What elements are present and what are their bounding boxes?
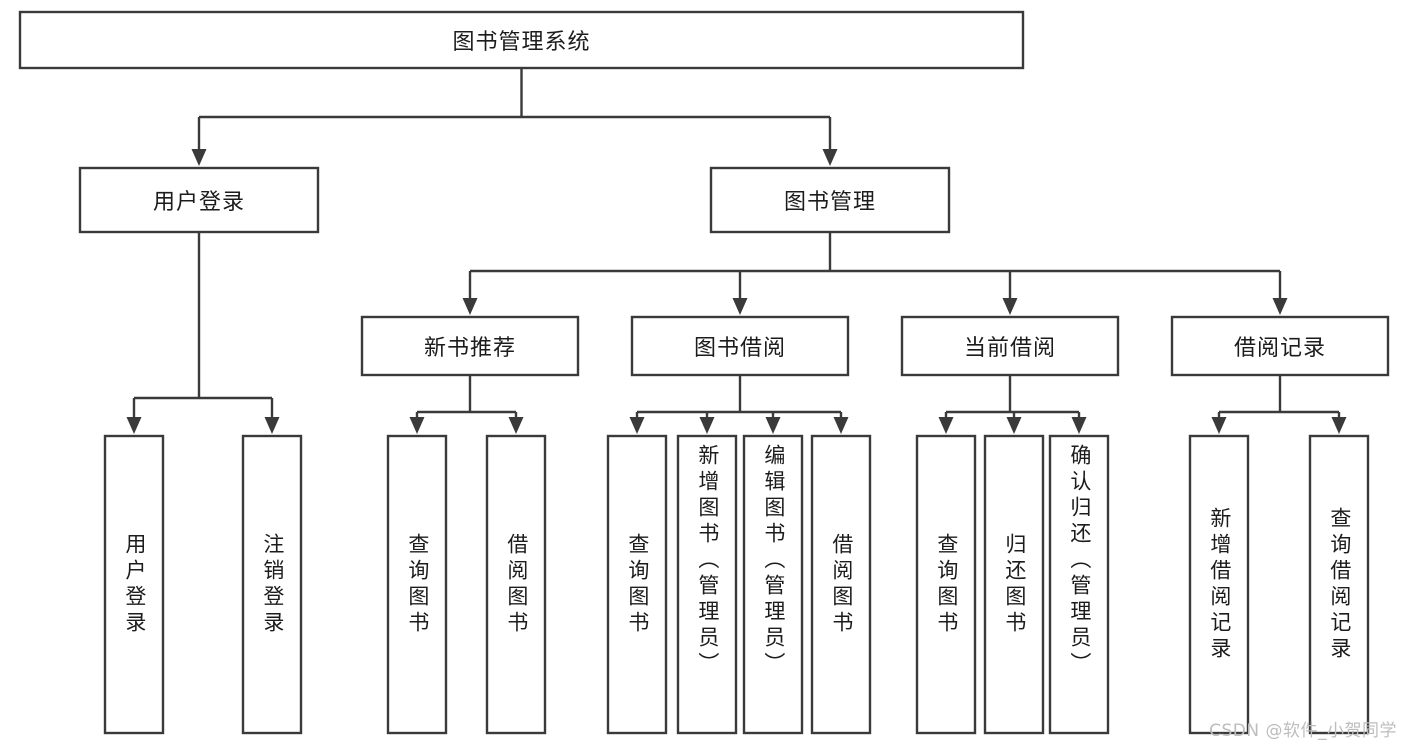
arrow-head-icon	[732, 298, 748, 315]
node-leaf-edit-book[interactable]	[742, 434, 804, 735]
arrow-head-icon	[126, 417, 142, 434]
node-leaf-add-record[interactable]	[1188, 434, 1250, 735]
node-leaf-query-book-2[interactable]	[606, 434, 668, 735]
node-rect	[18, 10, 1025, 70]
arrow-head-icon	[409, 417, 425, 434]
arrow-head-icon	[1331, 417, 1347, 434]
node-rect	[742, 434, 804, 735]
node-rect	[1048, 434, 1110, 735]
node-book-borrow[interactable]	[630, 315, 850, 377]
node-rect	[1308, 434, 1370, 735]
node-rect	[485, 434, 547, 735]
node-rect	[915, 434, 977, 735]
node-new-book-rec[interactable]	[360, 315, 580, 377]
arrow-head-icon	[765, 417, 781, 434]
arrow-head-icon	[938, 417, 954, 434]
arrow-head-icon	[822, 149, 838, 166]
node-leaf-logout[interactable]	[241, 434, 303, 735]
node-user-login[interactable]	[78, 166, 320, 234]
node-leaf-add-book[interactable]	[676, 434, 738, 735]
node-leaf-user-login[interactable]	[103, 434, 165, 735]
arrow-head-icon	[629, 417, 645, 434]
node-rect	[241, 434, 303, 735]
node-rect	[78, 166, 320, 234]
node-leaf-return-book[interactable]	[983, 434, 1045, 735]
node-rect	[606, 434, 668, 735]
node-leaf-query-record[interactable]	[1308, 434, 1370, 735]
arrow-head-icon	[1272, 298, 1288, 315]
arrow-head-icon	[1002, 298, 1018, 315]
node-leaf-query-book-3[interactable]	[915, 434, 977, 735]
arrow-head-icon	[191, 149, 207, 166]
node-rect	[1188, 434, 1250, 735]
node-book-manage[interactable]	[709, 166, 951, 234]
node-rect	[1170, 315, 1390, 377]
arrow-head-icon	[508, 417, 524, 434]
node-root-root[interactable]	[18, 10, 1025, 70]
node-rect	[630, 315, 850, 377]
node-current-borrow[interactable]	[900, 315, 1120, 377]
node-rect	[709, 166, 951, 234]
node-leaf-borrow-book-1[interactable]	[485, 434, 547, 735]
arrow-head-icon	[1006, 417, 1022, 434]
arrow-head-icon	[833, 417, 849, 434]
arrow-head-icon	[264, 417, 280, 434]
node-rect	[386, 434, 448, 735]
node-rect	[676, 434, 738, 735]
node-leaf-query-book-1[interactable]	[386, 434, 448, 735]
arrow-head-icon	[1071, 417, 1087, 434]
node-leaf-confirm-return[interactable]	[1048, 434, 1110, 735]
node-leaf-borrow-book-2[interactable]	[810, 434, 872, 735]
node-rect	[983, 434, 1045, 735]
node-borrow-record[interactable]	[1170, 315, 1390, 377]
arrow-head-icon	[462, 298, 478, 315]
arrow-head-icon	[1211, 417, 1227, 434]
node-rect	[810, 434, 872, 735]
node-rect	[360, 315, 580, 377]
arrow-head-icon	[699, 417, 715, 434]
node-rect	[103, 434, 165, 735]
node-rect	[900, 315, 1120, 377]
